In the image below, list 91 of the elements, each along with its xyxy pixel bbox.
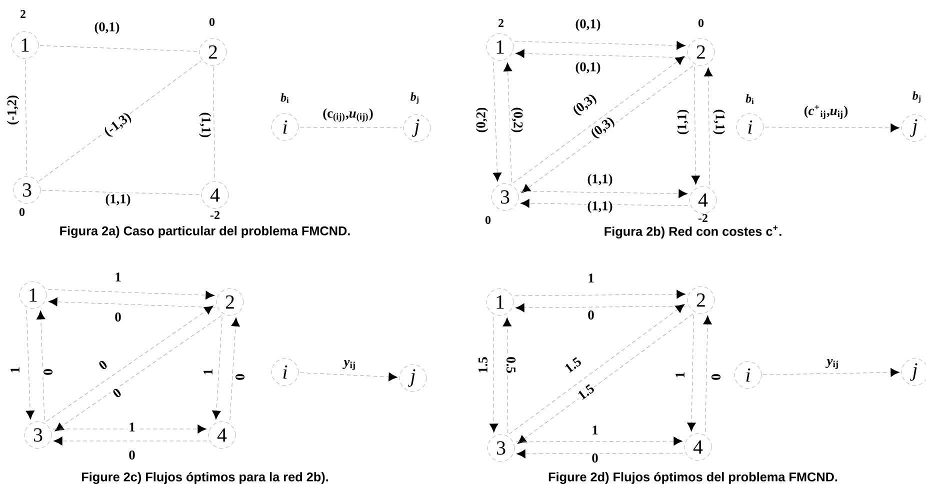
edge-label: 1 [674, 370, 686, 380]
edge-label: 0 [42, 367, 54, 377]
edge-label: (c$^{+}$$_{ij}$,u$_{ij}$) [802, 104, 850, 120]
edge-label: (0,1) [92, 20, 122, 36]
arrow [517, 314, 694, 444]
edge-label: 0 [710, 372, 722, 382]
edge-label: 0 [110, 386, 124, 400]
arrow [52, 424, 206, 434]
edge-label: y$_{ij}$ [342, 358, 358, 372]
edge-label: 0 [586, 309, 596, 321]
arrow [514, 41, 686, 50]
edge-label: (c$_{(ij)}$,u$_{(ij)}$) [321, 107, 375, 123]
edge-line [24, 60, 28, 176]
supply-value: -2 [698, 214, 708, 222]
arrow [516, 49, 686, 58]
supply-value: 2 [20, 10, 26, 18]
arrow [508, 304, 685, 434]
arrow [46, 306, 214, 422]
edge-line [42, 190, 200, 195]
arrow [703, 316, 712, 432]
edge-label: (1,1) [676, 108, 690, 136]
edge-label: (1,1) [104, 192, 132, 208]
arrow [687, 314, 696, 432]
edge-label: 0 [127, 449, 137, 461]
arrow [764, 123, 900, 132]
arrow [489, 316, 498, 432]
supply-value: 0 [209, 18, 215, 26]
edge-label: (1,1) [712, 108, 726, 136]
caption: Figure 2c) Flujos óptimos para la red 2b). [82, 472, 328, 484]
arrow [54, 315, 222, 432]
arrow [48, 297, 216, 308]
supply-value: 0 [698, 18, 704, 28]
edge-label: 0.5 [505, 355, 517, 375]
arrow [691, 66, 700, 184]
caption: Figura 2b) Red con costes c$^{+}$. [604, 226, 782, 238]
arrow [212, 316, 222, 420]
arrow [512, 56, 685, 184]
arrow [54, 436, 208, 446]
caption: Figura 2a) Caso particular del problema FMCND. [60, 226, 350, 238]
arrow [300, 372, 398, 382]
edge-label: 1 [590, 424, 600, 436]
edge-label: 1 [9, 365, 21, 375]
edge-label: (0,1) [574, 60, 602, 76]
arrow [704, 68, 713, 186]
arrow [520, 189, 688, 198]
arrow [514, 290, 686, 299]
edge-label: 1.5 [562, 354, 584, 376]
arrow [520, 198, 688, 208]
edge-label: 0 [96, 358, 110, 372]
edge-label: (1,1) [198, 110, 212, 140]
arrow [502, 318, 512, 434]
edge-label: (0,1) [574, 18, 602, 32]
supply-value: 2 [498, 19, 504, 27]
arrow [36, 310, 46, 420]
edge-label: (1,1) [586, 200, 614, 214]
supply-value: 0 [485, 216, 491, 224]
arrow [516, 449, 684, 458]
edge-label: 1.5 [574, 382, 598, 402]
edge-label: 1 [202, 367, 214, 377]
supply-value: b$_{i}$ [280, 93, 289, 103]
edge-label: 0 [590, 452, 600, 464]
arrow [503, 62, 512, 182]
edge-label: 1 [586, 272, 596, 284]
edge-label: 1 [113, 271, 123, 283]
arrow [492, 62, 502, 182]
edge-label: 0 [113, 311, 123, 323]
edge-label: (0,2) [510, 106, 524, 134]
edge-label: (1,1) [586, 172, 614, 188]
edge-label: (0,2) [474, 106, 490, 134]
supply-value: b$_{i}$ [746, 94, 754, 104]
arrow [230, 318, 240, 420]
supply-value: b$_{j}$ [410, 92, 418, 104]
arrow [516, 436, 682, 446]
arrow [762, 368, 900, 377]
edge-label: 1 [127, 421, 137, 433]
edge-label: (0,3) [587, 114, 619, 142]
caption: Figure 2d) Flujos óptimos del problema FMCND. [548, 472, 838, 484]
edge-label: 0 [234, 372, 246, 382]
supply-value: b$_{j}$ [912, 91, 920, 103]
edge-label: y$_{ij}$ [826, 358, 840, 370]
edge-line [300, 126, 402, 128]
edge-line [40, 45, 198, 52]
edge-label: (-1,2) [6, 94, 20, 126]
arrow [521, 66, 694, 193]
supply-value: 0 [19, 208, 25, 216]
arrow [26, 310, 35, 420]
arrow [516, 303, 686, 312]
edge-label: 1.5 [477, 355, 489, 375]
supply-value: -2 [210, 211, 220, 219]
edge-line [212, 66, 216, 180]
arrow [48, 289, 214, 300]
